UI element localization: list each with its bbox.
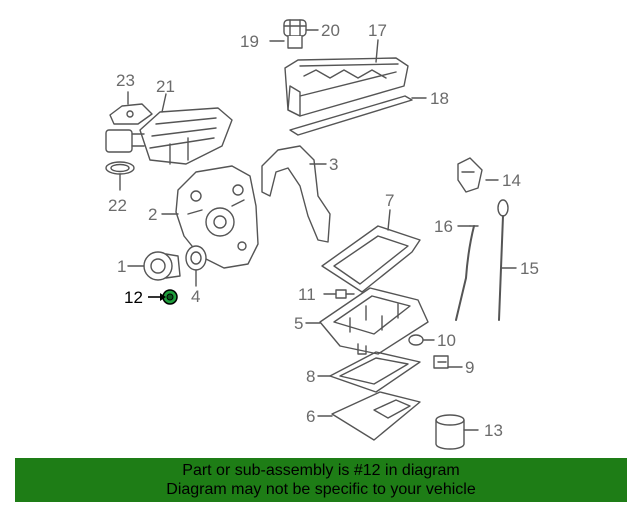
part-2-front-cover	[175, 165, 259, 269]
callout-4: 4	[191, 287, 200, 306]
banner-line-disclaimer: Diagram may not be specific to your vehi…	[166, 481, 476, 498]
callout-2: 2	[148, 205, 157, 224]
callout-15: 15	[520, 259, 539, 278]
callout-14: 14	[502, 171, 521, 190]
callout-22: 22	[108, 196, 127, 215]
callout-21: 21	[156, 77, 175, 96]
callout-13: 13	[484, 421, 503, 440]
part-17-valve-cover	[284, 57, 409, 117]
part-4-seal	[185, 245, 207, 271]
part-8-gasket	[329, 351, 421, 393]
callout-23: 23	[116, 71, 135, 90]
part-22-seal	[105, 161, 135, 175]
leader-line	[387, 209, 391, 231]
callout-16: 16	[434, 217, 453, 236]
callout-3: 3	[329, 155, 338, 174]
part-23-bracket	[109, 103, 153, 125]
callout-19: 19	[240, 32, 259, 51]
part-15-dipstick	[497, 199, 509, 321]
engine-parts-diagram: 1 2 3 4 5 6 7 8 9 10 11 12 13 14 15 16 1…	[105, 19, 539, 450]
part-21-intake-manifold	[105, 107, 233, 165]
part-20-cap	[283, 19, 307, 49]
part-3-cover-gasket	[261, 145, 331, 243]
callout-9: 9	[465, 358, 474, 377]
part-11-bolt	[335, 289, 355, 299]
leader-line	[161, 93, 167, 113]
callout-5: 5	[294, 314, 303, 333]
callout-20: 20	[321, 21, 340, 40]
callout-10: 10	[437, 331, 456, 350]
callout-6: 6	[306, 407, 315, 426]
part-16-dipstick-tube	[455, 225, 479, 321]
part-9-bolt	[433, 355, 449, 369]
info-banner: Part or sub-assembly is #12 in diagram D…	[15, 458, 627, 502]
callout-11: 11	[298, 285, 316, 304]
leader-line	[375, 39, 379, 63]
callout-18: 18	[430, 89, 449, 108]
part-5-oil-pan	[319, 287, 429, 355]
callout-7: 7	[385, 191, 394, 210]
callout-8: 8	[306, 367, 315, 386]
callout-12: 12	[124, 288, 143, 307]
part-13-oil-filter	[435, 414, 465, 450]
part-6-tray	[331, 391, 421, 441]
banner-line-part: Part or sub-assembly is #12 in diagram	[182, 462, 460, 479]
arrowhead-12	[160, 293, 166, 301]
part-7-pan-gasket	[321, 225, 421, 293]
part-18-gasket	[289, 95, 413, 136]
part-14-sensor	[457, 157, 483, 193]
part-1-balancer	[143, 251, 181, 281]
part-10-drain-plug	[408, 334, 424, 346]
callout-17: 17	[368, 21, 387, 40]
callout-1: 1	[117, 257, 126, 276]
